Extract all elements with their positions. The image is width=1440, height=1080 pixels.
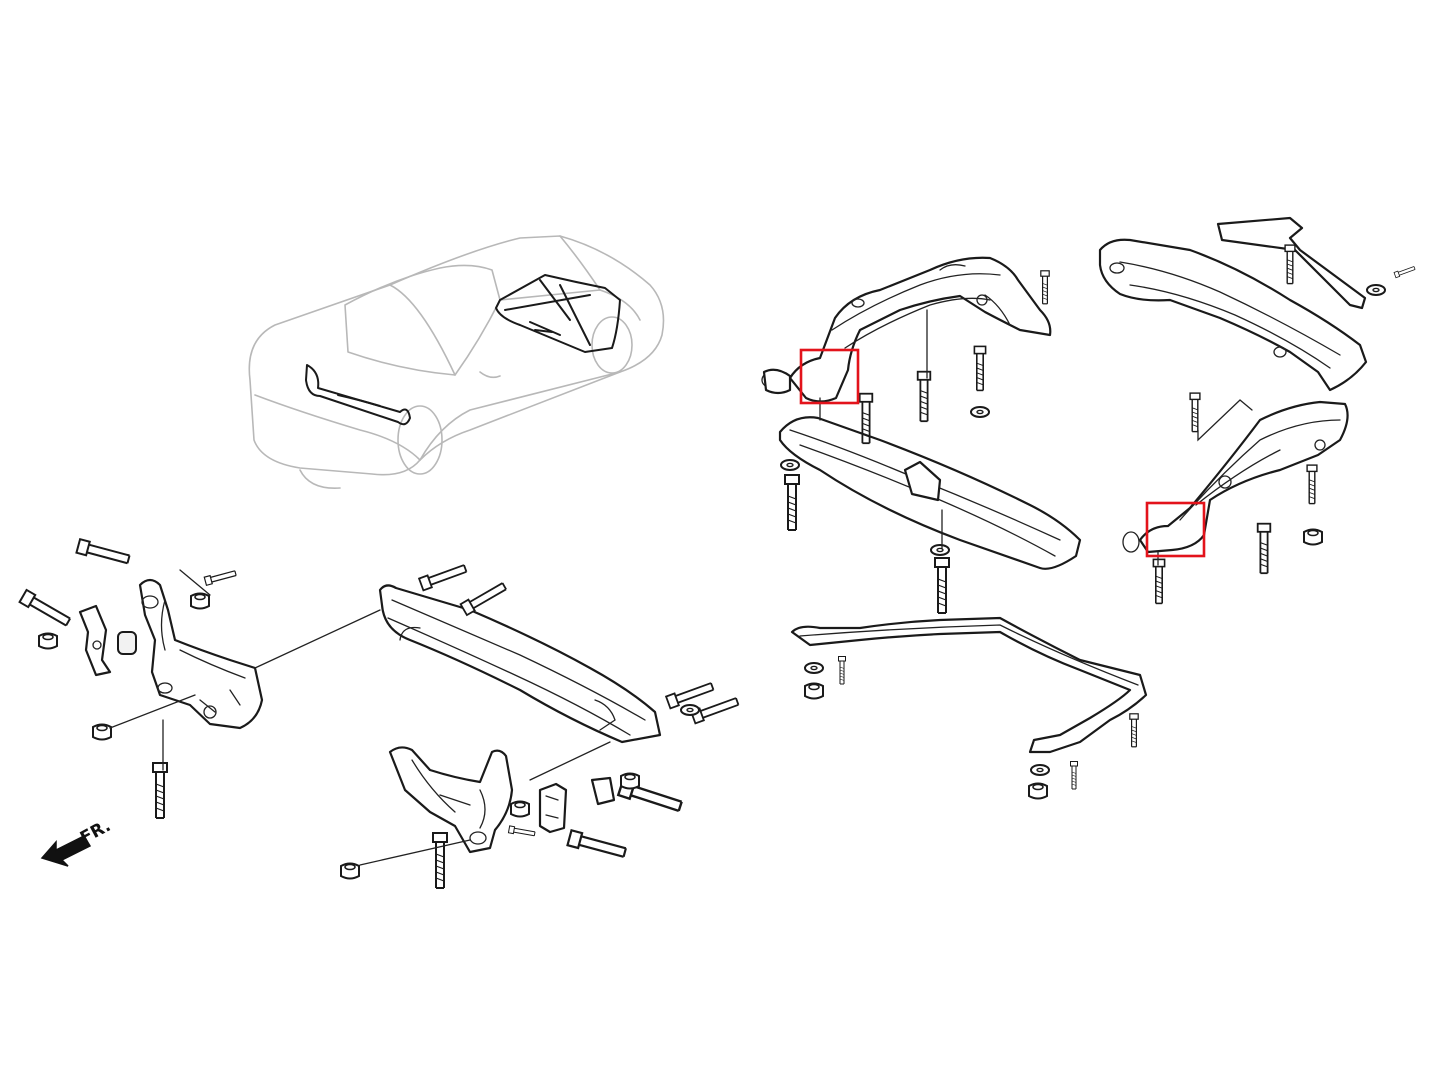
front-direction-indicator: FR. (40, 816, 114, 867)
highlight-box-left-mount (799, 348, 860, 405)
leader-lines-right (819, 309, 1253, 566)
bushing-left (117, 631, 137, 655)
rear-subframe-crossmember (378, 584, 662, 744)
front-subframe-lower-beam (778, 416, 1082, 570)
leader-lines-left (109, 569, 611, 866)
front-stabilizer-bar (790, 616, 1148, 754)
mount-insulator-center (538, 776, 616, 834)
rear-knuckle-bracket-left (138, 578, 264, 730)
highlight-box-right-mount (1145, 501, 1206, 558)
rear-mount-bracket-center (388, 746, 514, 854)
vehicle-outline (248, 235, 665, 489)
front-direction-arrow-icon (40, 835, 92, 867)
front-subframe-left-rail (761, 256, 1052, 403)
front-subframe-right-rail (1098, 216, 1368, 392)
mount-plate-left (78, 604, 112, 677)
